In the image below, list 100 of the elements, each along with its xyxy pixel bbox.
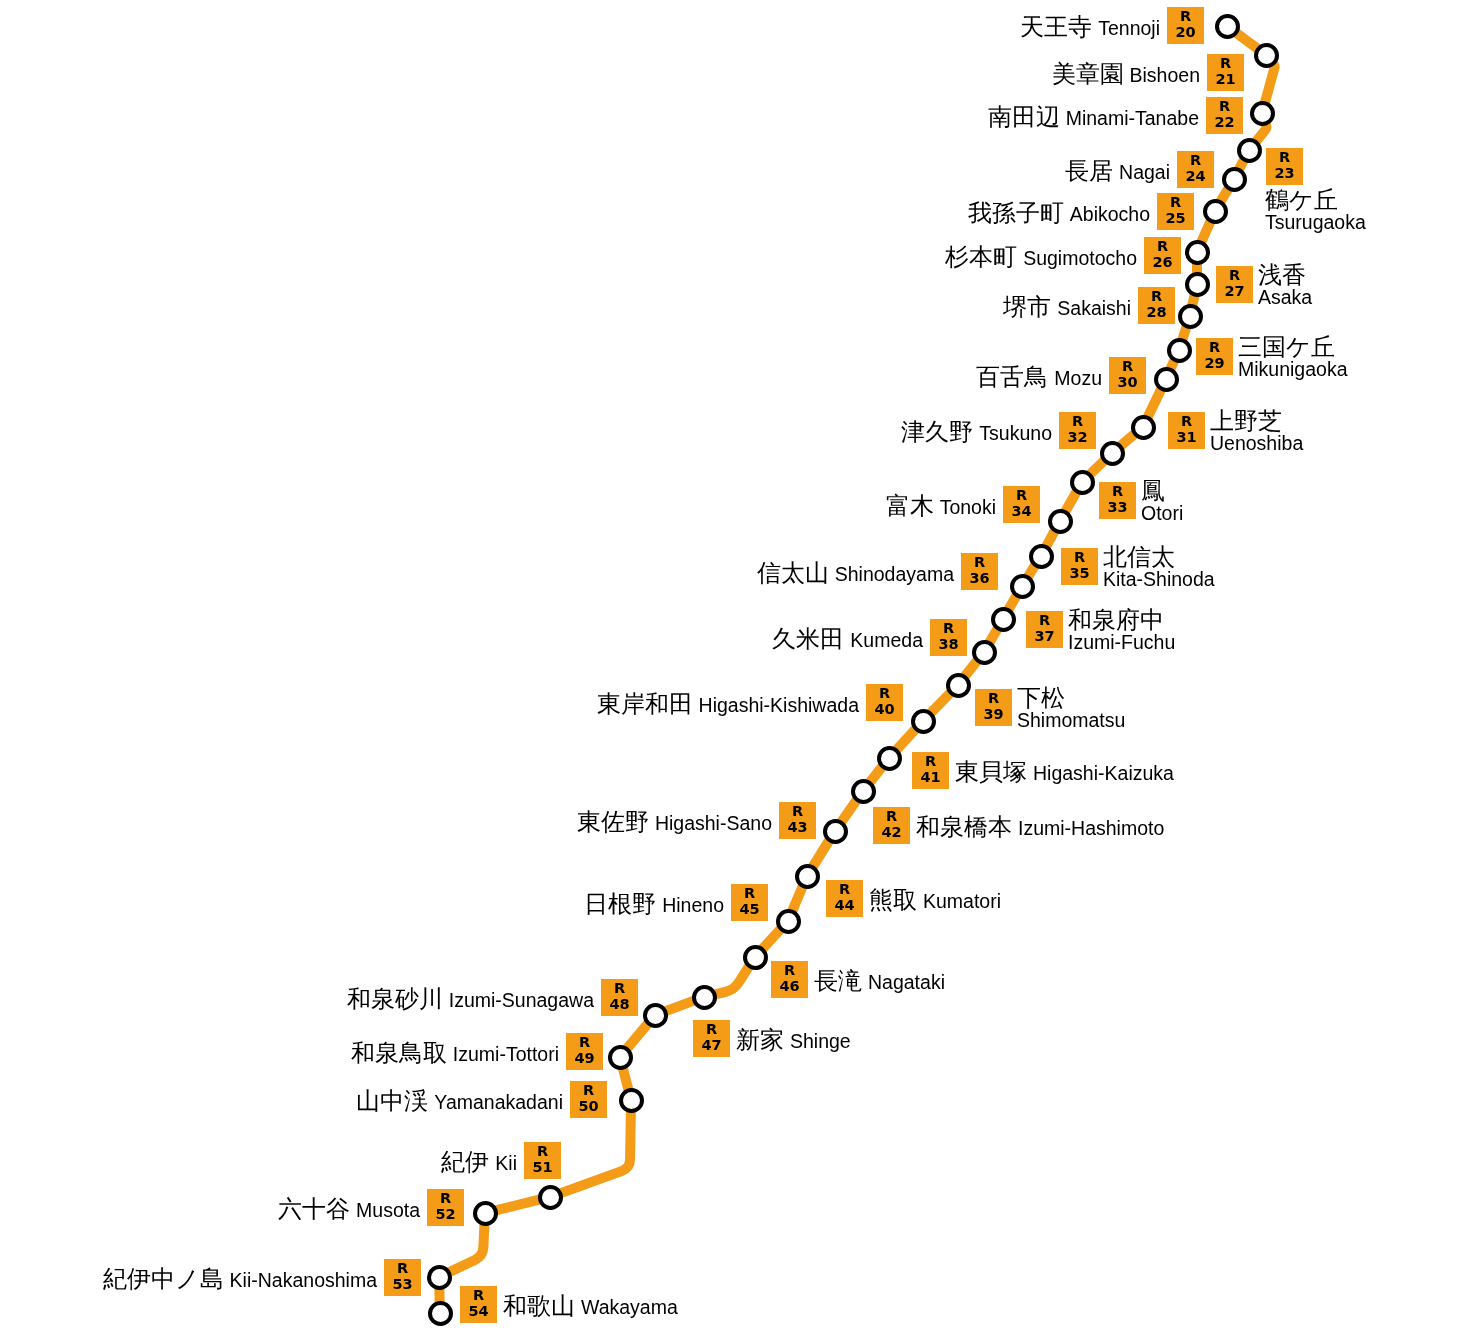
station-number-badge: R 27 bbox=[1216, 266, 1253, 303]
station-marker bbox=[1069, 469, 1095, 495]
station-marker bbox=[1253, 42, 1279, 68]
track-line bbox=[1142, 385, 1167, 421]
station-name: 長滝 bbox=[814, 965, 862, 996]
station-marker bbox=[822, 818, 848, 844]
station-number-badge: R 25 bbox=[1157, 193, 1194, 230]
station-name: 下松 bbox=[1017, 686, 1065, 710]
station-name: 百舌鳥 bbox=[976, 361, 1049, 392]
station-number-badge: R 22 bbox=[1206, 97, 1243, 134]
track-line bbox=[1196, 218, 1216, 245]
station-number-badge: R 43 bbox=[779, 802, 816, 839]
romanized-name: Izumi-Sunagawa bbox=[448, 987, 594, 1012]
station-marker bbox=[642, 1002, 668, 1028]
station-marker bbox=[472, 1200, 498, 1226]
romanized-name: Tsukuno bbox=[979, 420, 1052, 445]
station-marker bbox=[1047, 508, 1073, 534]
station-marker bbox=[1214, 13, 1240, 39]
romanized-name: Higashi-Kishiwada bbox=[698, 692, 859, 717]
station-marker bbox=[1177, 303, 1203, 329]
romanized-name: Kii bbox=[495, 1150, 517, 1175]
romanized-name: Tennoji bbox=[1098, 15, 1160, 40]
romanized-name: Izumi-Hashimoto bbox=[1018, 815, 1165, 840]
station-number-badge: R 42 bbox=[873, 807, 910, 844]
romanized-name: Kumatori bbox=[923, 888, 1002, 913]
romanized-name: Nagai bbox=[1119, 159, 1170, 184]
track-line bbox=[758, 925, 785, 953]
romanized-name: Minami-Tanabe bbox=[1065, 105, 1199, 130]
station-name: 新家 bbox=[736, 1024, 784, 1055]
station-name: 日根野 bbox=[584, 888, 657, 919]
station-name: 久米田 bbox=[772, 623, 845, 654]
romanized-name: Higashi-Kaizuka bbox=[1033, 760, 1174, 785]
station-name: 和泉鳥取 bbox=[350, 1037, 447, 1068]
romanized-name: Shimomatsu bbox=[1017, 710, 1126, 730]
station-number-badge: R 28 bbox=[1138, 287, 1175, 324]
romanized-name: Kii-Nakanoshima bbox=[229, 1267, 377, 1292]
station-name: 津久野 bbox=[901, 416, 974, 447]
station-name: 三国ケ丘 bbox=[1238, 335, 1335, 359]
station-name: 六十谷 bbox=[278, 1193, 351, 1224]
track-line bbox=[662, 995, 697, 1017]
track-line bbox=[617, 1065, 634, 1092]
romanized-name: Nagataki bbox=[868, 969, 945, 994]
station-number-badge: R 23 bbox=[1266, 148, 1303, 185]
station-marker bbox=[1249, 100, 1275, 126]
station-marker bbox=[1184, 239, 1210, 265]
station-number-badge: R 38 bbox=[930, 619, 967, 656]
station-number-badge: R 20 bbox=[1167, 7, 1204, 44]
romanized-name: Abikocho bbox=[1069, 201, 1150, 226]
station-marker bbox=[1009, 573, 1035, 599]
station-marker bbox=[1099, 440, 1125, 466]
station-name: 富木 bbox=[885, 490, 934, 521]
station-number-badge: R 41 bbox=[912, 752, 949, 789]
romanized-name: Asaka bbox=[1258, 287, 1313, 307]
track-line bbox=[960, 656, 982, 681]
romanized-name: Hineno bbox=[662, 892, 724, 917]
romanized-name: Musota bbox=[356, 1197, 420, 1222]
station-marker bbox=[1166, 337, 1192, 363]
station-name: 我孫子町 bbox=[967, 197, 1064, 228]
romanized-name: Yamanakadani bbox=[434, 1089, 563, 1114]
track-line bbox=[892, 725, 920, 754]
romanized-name: Otori bbox=[1141, 503, 1184, 523]
station-number-badge: R 35 bbox=[1061, 548, 1098, 585]
romanized-name: Uenoshiba bbox=[1210, 433, 1304, 453]
track-line bbox=[926, 688, 955, 718]
track-line bbox=[1041, 527, 1060, 550]
station-name: 天王寺 bbox=[1020, 11, 1093, 42]
station-marker bbox=[537, 1184, 563, 1210]
track-line bbox=[712, 962, 754, 1000]
romanized-name: Sakaishi bbox=[1057, 295, 1131, 320]
station-name: 東佐野 bbox=[576, 806, 649, 837]
station-name: 和泉砂川 bbox=[346, 983, 443, 1014]
track-line bbox=[865, 762, 887, 787]
station-number-badge: R 29 bbox=[1196, 338, 1233, 375]
station-number-badge: R 21 bbox=[1207, 54, 1244, 91]
station-name: 和泉橋本 bbox=[916, 811, 1012, 842]
station-marker bbox=[1236, 137, 1262, 163]
station-number-badge: R 39 bbox=[975, 689, 1012, 726]
romanized-name: Kita-Shinoda bbox=[1103, 569, 1215, 589]
station-name: 長居 bbox=[1065, 155, 1114, 186]
station-number-badge: R 45 bbox=[731, 884, 768, 921]
station-marker bbox=[1153, 366, 1179, 392]
station-number-badge: R 52 bbox=[427, 1189, 464, 1226]
station-name: 鶴ケ丘 bbox=[1265, 188, 1338, 212]
station-number-badge: R 54 bbox=[460, 1286, 497, 1323]
station-marker bbox=[1202, 198, 1228, 224]
station-name: 和泉府中 bbox=[1068, 608, 1164, 632]
station-name: 北信太 bbox=[1103, 545, 1175, 569]
track-line bbox=[787, 883, 808, 914]
romanized-name: Tsurugaoka bbox=[1265, 212, 1366, 232]
station-name: 山中渓 bbox=[356, 1085, 429, 1116]
station-name: 南田辺 bbox=[987, 101, 1060, 132]
station-number-badge: R 34 bbox=[1003, 486, 1040, 523]
station-name: 信太山 bbox=[756, 557, 829, 588]
station-marker bbox=[426, 1264, 452, 1290]
station-number-badge: R 37 bbox=[1026, 611, 1063, 648]
romanized-name: Shinge bbox=[790, 1028, 851, 1053]
romanized-name: Bishoen bbox=[1129, 62, 1200, 87]
romanized-name: Izumi-Tottori bbox=[452, 1041, 559, 1066]
station-marker bbox=[910, 708, 936, 734]
romanized-name: Higashi-Sano bbox=[654, 810, 772, 835]
